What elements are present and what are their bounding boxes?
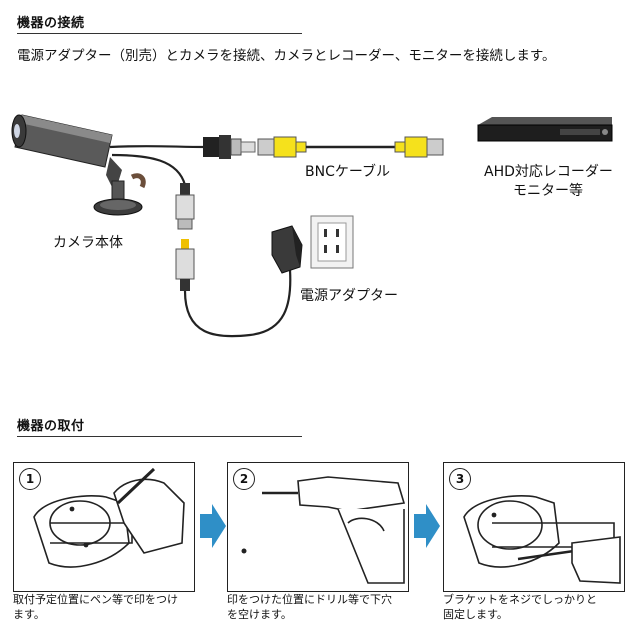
next-step-arrow-icon <box>200 504 226 548</box>
mark-position-drawing <box>14 463 194 591</box>
bullet-camera-illustration <box>12 115 143 215</box>
recorder-label: AHD対応レコーダー <box>484 161 613 181</box>
power-adapter-illustration <box>272 226 302 273</box>
fix-bracket-drawing <box>444 463 624 591</box>
connection-instructions: 電源アダプター（別売）とカメラを接続、カメラとレコーダー、モニターを接続します。 <box>17 44 556 64</box>
next-step-arrow-icon <box>414 504 440 548</box>
step-2-caption: 印をつけた位置にドリル等で下穴 を空けます。 <box>227 592 423 622</box>
step-2-illustration: 2 <box>227 462 409 592</box>
caption-line: 印をつけた位置にドリル等で下穴 <box>227 592 423 607</box>
section-divider <box>17 436 302 437</box>
video-cable <box>110 146 205 147</box>
caption-line: 取付予定位置にペン等で印をつけ <box>13 592 209 607</box>
dc-connector-adapter <box>176 239 194 291</box>
step-number: 1 <box>19 468 41 490</box>
step-1-illustration: 1 <box>13 462 195 592</box>
step-number: 2 <box>233 468 255 490</box>
power-adapter-label: 電源アダプター <box>300 285 398 305</box>
adapter-cable <box>185 270 290 336</box>
bnc-cable-label: BNCケーブル <box>305 161 390 181</box>
camera-label: カメラ本体 <box>53 232 123 252</box>
monitor-label: モニター等 <box>513 180 583 200</box>
ahd-recorder-illustration <box>478 117 612 141</box>
step-1-caption: 取付予定位置にペン等で印をつけ ます。 <box>13 592 209 622</box>
caption-line: ます。 <box>13 607 209 622</box>
section-title-mounting: 機器の取付 <box>17 415 85 434</box>
caption-line: 固定します。 <box>443 607 639 622</box>
dc-connector-camera <box>176 183 194 229</box>
step-number: 3 <box>449 468 471 490</box>
wall-outlet-illustration <box>311 216 353 268</box>
bnc-cable-right-connector <box>395 137 443 157</box>
connection-diagram <box>0 95 640 355</box>
step-3-illustration: 3 <box>443 462 625 592</box>
drill-hole-drawing <box>228 463 408 591</box>
camera-bnc-connector <box>203 135 255 159</box>
caption-line: ブラケットをネジでしっかりと <box>443 592 639 607</box>
caption-line: を空けます。 <box>227 607 423 622</box>
section-title-connection: 機器の接続 <box>17 12 85 31</box>
step-3-caption: ブラケットをネジでしっかりと 固定します。 <box>443 592 639 622</box>
section-divider <box>17 33 302 34</box>
bnc-cable-left-connector <box>258 137 306 157</box>
